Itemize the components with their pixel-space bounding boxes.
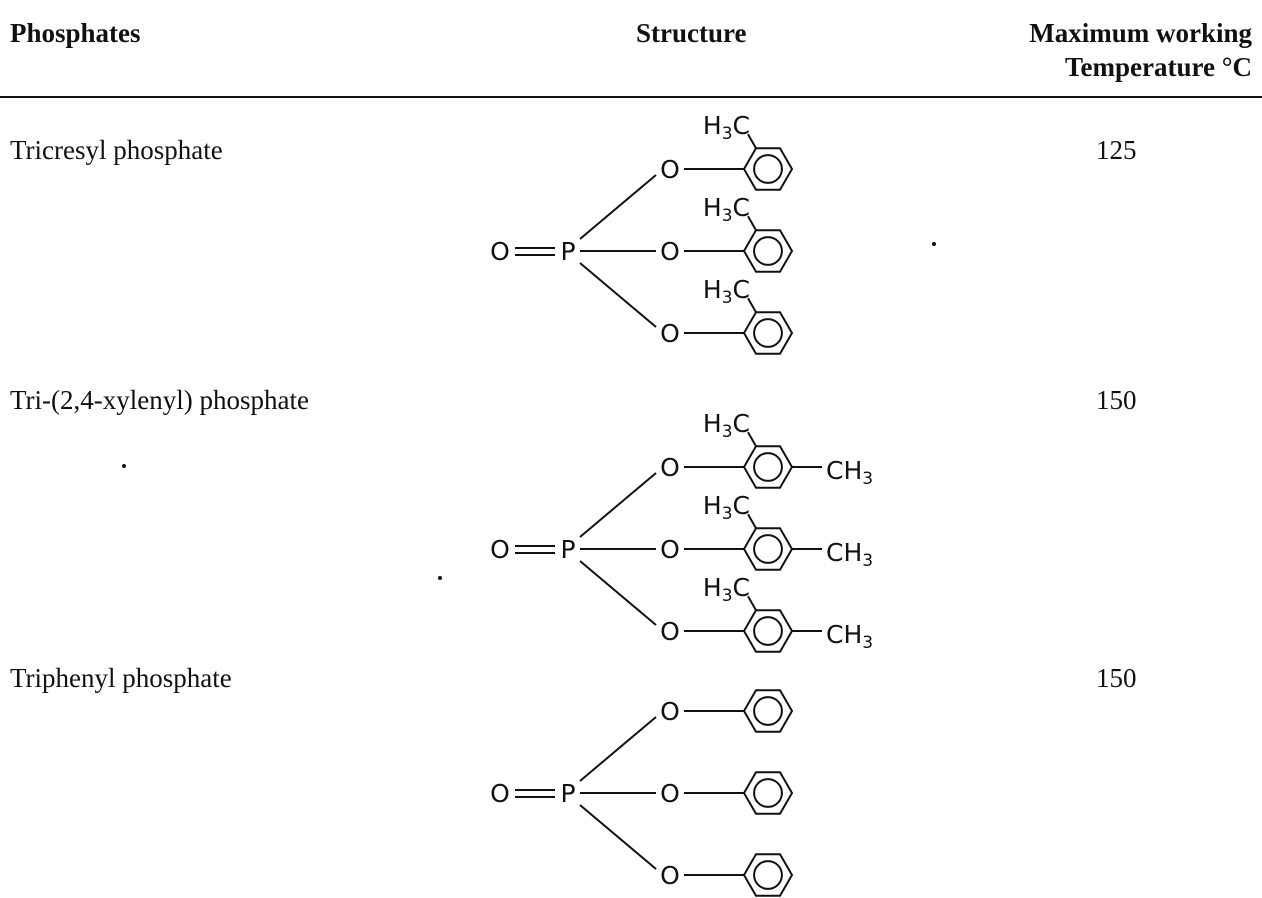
ester-oxygen: O	[660, 779, 680, 808]
phosphorus-atom: P	[560, 237, 575, 266]
row-name-triphenyl: Triphenyl phosphate	[10, 663, 232, 693]
ester-oxygen: O	[660, 155, 680, 184]
structure-triphenyl-phosphate: O P O O O	[470, 648, 960, 898]
ester-oxygen: O	[660, 861, 680, 890]
para-methyl-label: CH3	[826, 456, 873, 489]
scan-speck	[122, 464, 126, 468]
ester-oxygen: O	[660, 237, 680, 266]
header-temp-line1: Maximum working	[1029, 18, 1252, 48]
benzene-ring	[742, 445, 794, 489]
ortho-methyl-label: H3C	[703, 111, 750, 144]
p-o-bond	[579, 716, 657, 782]
header-phosphates: Phosphates	[10, 18, 141, 48]
header-max-working-temperature: Maximum working Temperature °C	[1029, 16, 1252, 84]
p-o-bond	[579, 560, 657, 626]
structure-tricresyl-phosphate: O P O H3C O H3C O H3C	[470, 106, 960, 356]
header-rule	[0, 96, 1262, 98]
row-name-tricresyl: Tricresyl phosphate	[10, 135, 223, 165]
header-structure: Structure	[636, 18, 747, 48]
benzene-ring	[742, 229, 794, 273]
header-temp-line2: Temperature °C	[1064, 52, 1252, 82]
ortho-methyl-label: H3C	[703, 491, 750, 524]
ortho-methyl-label: H3C	[703, 573, 750, 606]
ortho-methyl-label: H3C	[703, 409, 750, 442]
phosphorus-atom: P	[560, 779, 575, 808]
ester-oxygen: O	[660, 453, 680, 482]
scan-speck	[438, 576, 442, 580]
para-methyl-label: CH3	[826, 538, 873, 571]
benzene-ring	[742, 527, 794, 571]
oxo-oxygen: O	[490, 535, 510, 564]
benzene-ring	[742, 689, 794, 733]
p-o-bond	[579, 804, 657, 870]
oxo-oxygen: O	[490, 779, 510, 808]
ortho-methyl-label: H3C	[703, 275, 750, 308]
p-o-bond	[579, 472, 657, 538]
ester-oxygen: O	[660, 617, 680, 646]
oxo-oxygen: O	[490, 237, 510, 266]
row-temp-trixylenyl: 150	[1096, 385, 1137, 415]
row-temp-tricresyl: 125	[1096, 135, 1137, 165]
benzene-ring	[742, 311, 794, 355]
ester-oxygen: O	[660, 319, 680, 348]
ester-oxygen: O	[660, 535, 680, 564]
phosphorus-atom: P	[560, 535, 575, 564]
p-o-bond	[579, 174, 657, 240]
row-temp-triphenyl: 150	[1096, 663, 1137, 693]
para-methyl-label: CH3	[826, 620, 873, 653]
ester-oxygen: O	[660, 697, 680, 726]
benzene-ring	[742, 771, 794, 815]
benzene-ring	[742, 147, 794, 191]
row-name-trixylenyl: Tri-(2,4-xylenyl) phosphate	[10, 385, 309, 415]
ortho-methyl-label: H3C	[703, 193, 750, 226]
benzene-ring	[742, 609, 794, 653]
p-o-bond	[579, 262, 657, 328]
scan-speck	[932, 242, 936, 246]
